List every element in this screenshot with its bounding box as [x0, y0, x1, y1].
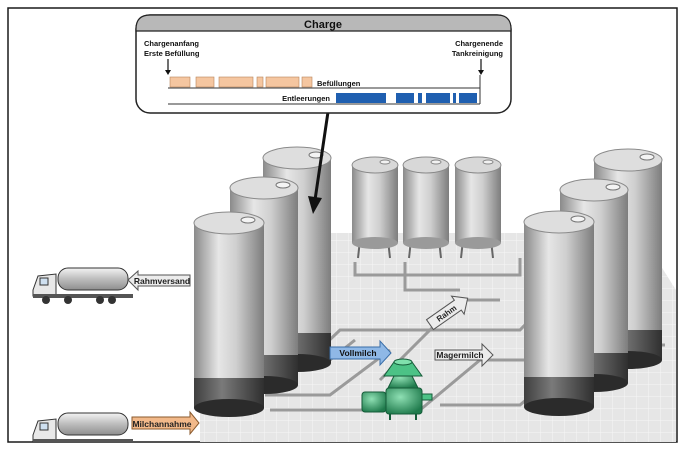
magermilch-arrow: Magermilch — [434, 342, 494, 368]
milchannahme-label: Milchannahme — [132, 419, 191, 429]
separator-centrifuge — [361, 358, 433, 420]
right-tank-front — [523, 210, 595, 416]
charge-pointer-arrow — [308, 111, 330, 214]
vollmilch-label: Vollmilch — [339, 348, 376, 358]
milchannahme-arrow: Milchannahme — [131, 410, 200, 436]
charge-end-label-1: Chargenende — [455, 39, 503, 48]
emptying-bar — [426, 93, 450, 103]
fillings-label: Befüllungen — [317, 79, 361, 88]
filling-bar — [218, 76, 254, 88]
charge-start-label-2: Erste Befüllung — [144, 49, 200, 58]
truck-rahmversand — [32, 267, 133, 304]
small-tank-2 — [402, 156, 450, 259]
emptying-bar — [396, 93, 414, 103]
emptying-bar — [336, 93, 386, 103]
charge-end-label-2: Tankreinigung — [452, 49, 504, 58]
left-tank-front — [193, 211, 265, 417]
small-tank-1 — [351, 156, 399, 259]
filling-bar — [301, 76, 313, 88]
emptyings-label: Entleerungen — [282, 94, 330, 103]
truck-milchannahme — [32, 412, 133, 442]
filling-bar — [256, 76, 264, 88]
rahmversand-arrow: Rahmversand — [127, 269, 191, 292]
charge-end-marker — [478, 59, 484, 75]
filling-bar — [195, 76, 215, 88]
charge-panel: Charge Chargenanfang Erste Befüllung Cha… — [135, 14, 512, 114]
vollmilch-arrow: Vollmilch — [329, 339, 392, 367]
filling-bar — [169, 76, 191, 88]
filling-bar — [265, 76, 300, 88]
charge-start-marker — [165, 59, 171, 75]
magermilch-label: Magermilch — [436, 350, 483, 360]
rahmversand-label: Rahmversand — [134, 276, 190, 286]
charge-title: Charge — [304, 19, 342, 31]
charge-start-label-1: Chargenanfang — [144, 39, 199, 48]
small-tank-3 — [454, 156, 502, 259]
emptying-bar — [418, 93, 422, 103]
emptying-bar — [459, 93, 477, 103]
emptying-bar — [453, 93, 456, 103]
